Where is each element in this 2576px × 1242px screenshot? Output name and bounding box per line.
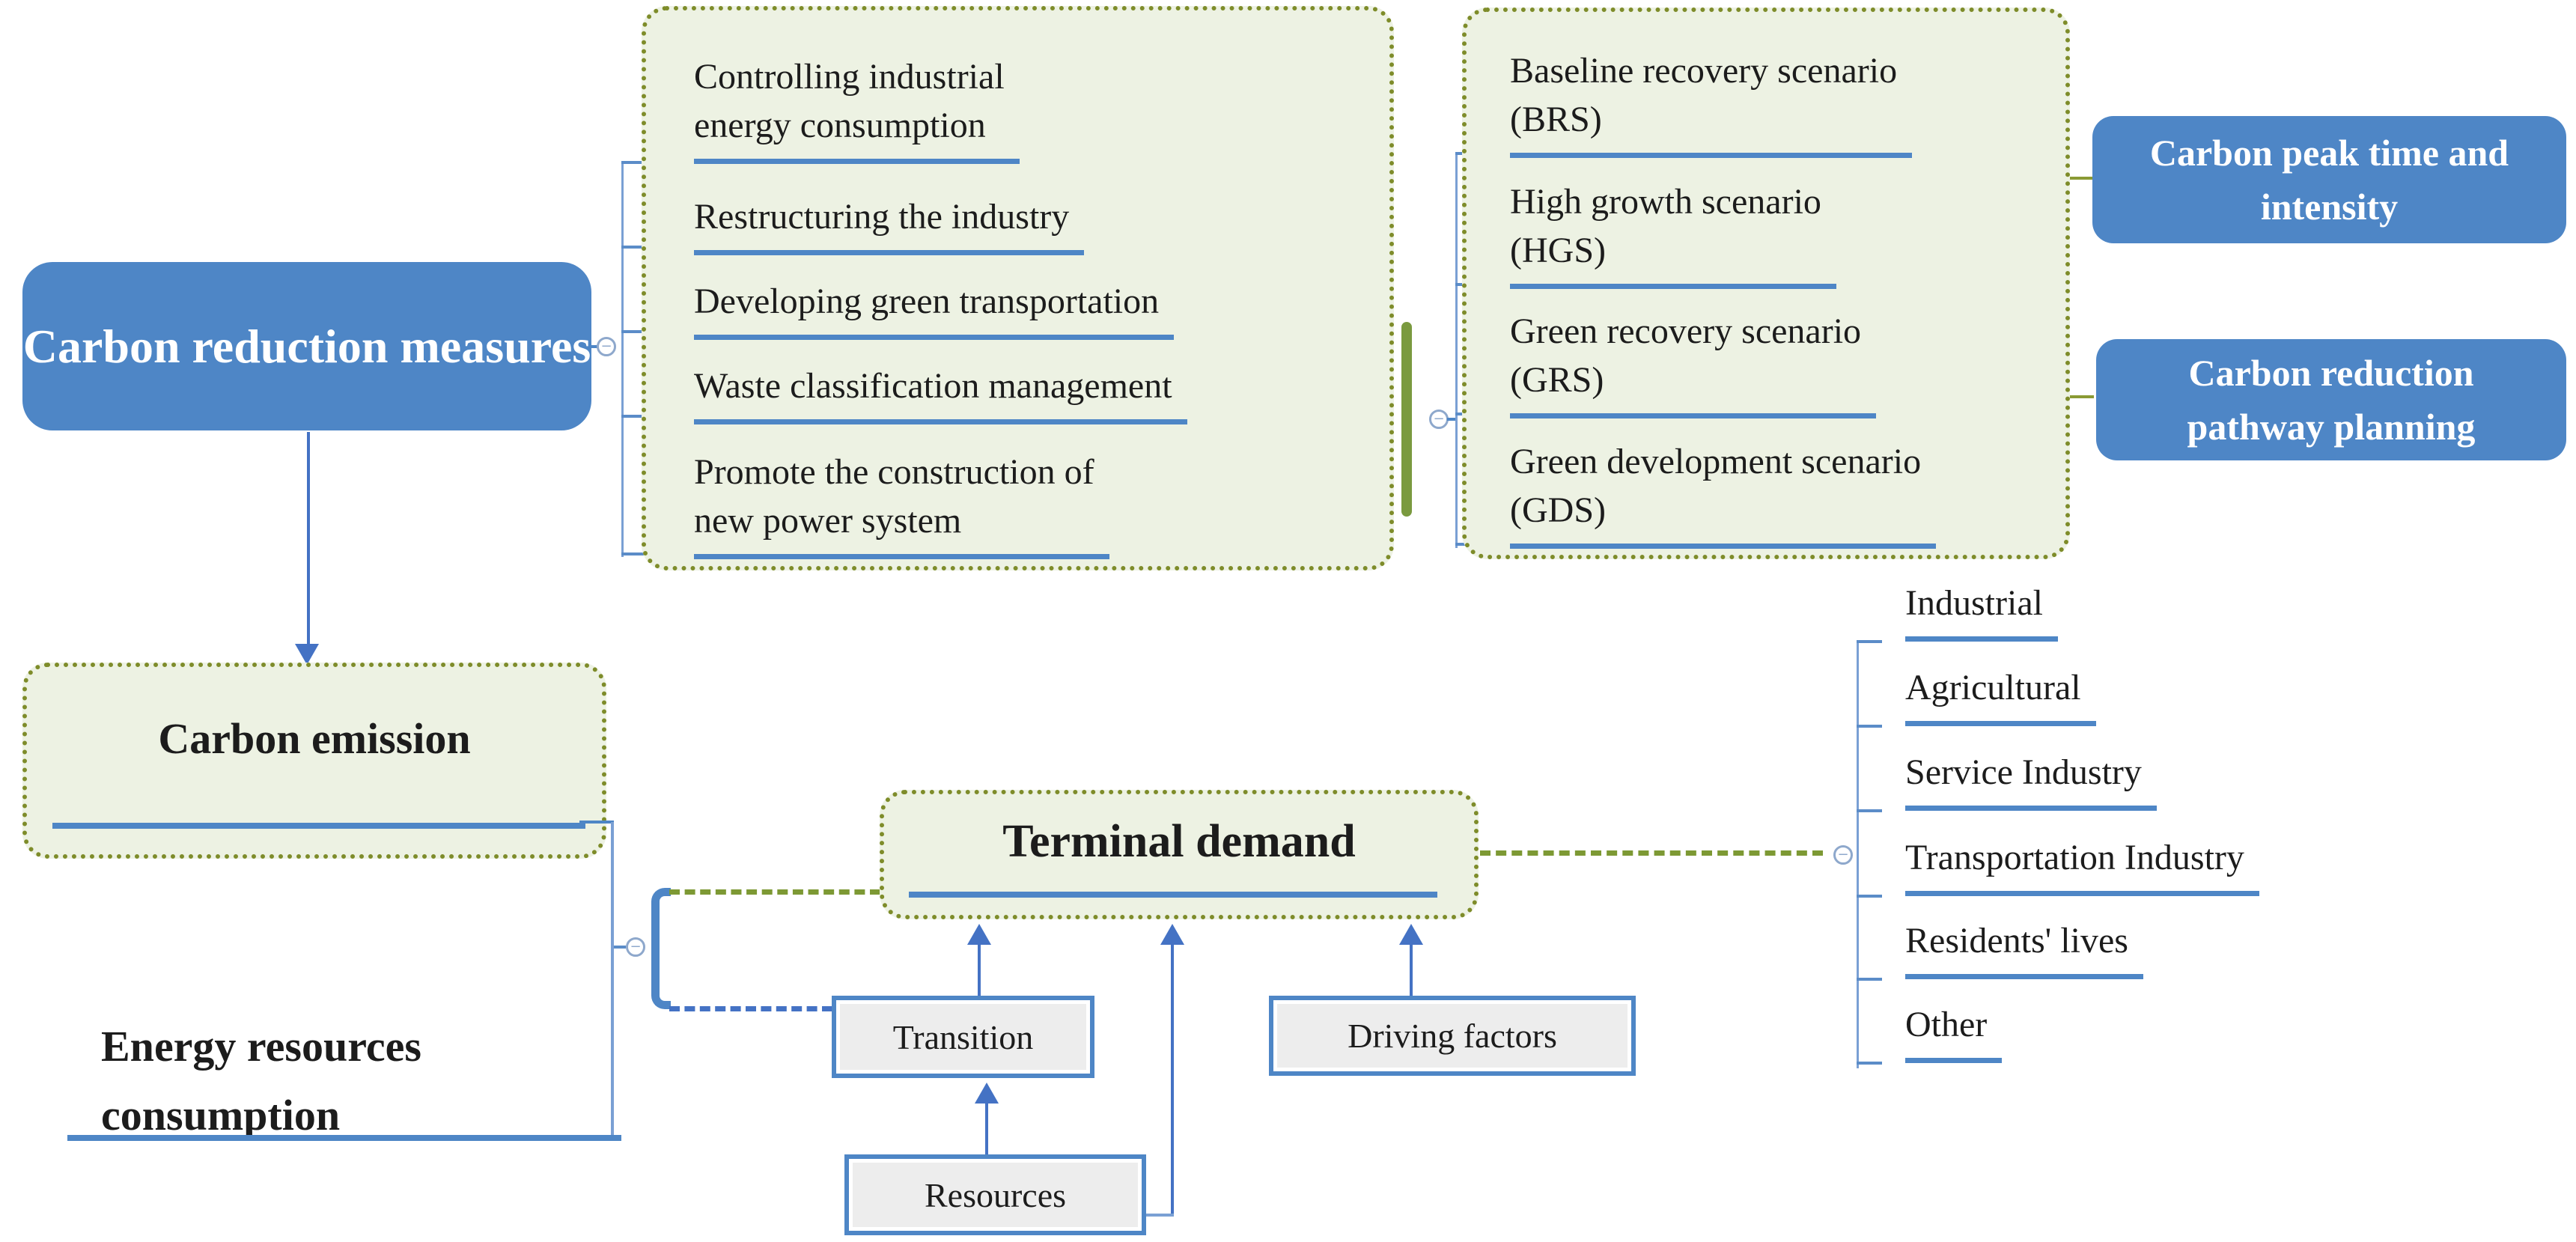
- underline: [52, 823, 585, 829]
- node-label: Driving factors: [1348, 1017, 1557, 1055]
- sector-item-label: Industrial: [1905, 579, 2058, 642]
- measure-item-label: Controlling industrial energy consumptio…: [694, 52, 1020, 164]
- node-transition[interactable]: Transition: [832, 996, 1094, 1078]
- collapse-icon[interactable]: −: [1833, 845, 1853, 865]
- sector-item-label: Residents' lives: [1905, 916, 2143, 979]
- arrow-transition-to-terminal-head: [967, 924, 991, 945]
- scenario-item-label: Baseline recovery scenario (BRS): [1510, 46, 1913, 158]
- connector-scenarios-to-pathway: [2070, 395, 2094, 398]
- arrow-root-to-emission-head: [295, 644, 319, 665]
- measure-item[interactable]: Controlling industrial energy consumptio…: [694, 52, 1020, 164]
- bracket-branches: [651, 888, 671, 1009]
- connector-emission-energy-vertical: [611, 822, 614, 1141]
- scenario-item[interactable]: Baseline recovery scenario (BRS): [1510, 46, 1913, 158]
- measure-item[interactable]: Waste classification management: [694, 362, 1187, 424]
- arrow-resources-to-transition-stem: [985, 1102, 988, 1154]
- node-label: Carbon peak time and intensity: [2149, 132, 2509, 228]
- underline: [67, 1135, 621, 1141]
- collapse-icon[interactable]: −: [626, 937, 645, 957]
- node-carbon-reduction-pathway-planning[interactable]: Carbon reduction pathway planning: [2096, 339, 2566, 460]
- arrow-resources-to-terminal-stem: [1171, 943, 1174, 1217]
- node-label: Carbon reduction measures: [22, 319, 591, 373]
- connector-sector-stub: [1857, 725, 1882, 728]
- collapse-icon[interactable]: −: [597, 337, 616, 356]
- scenario-item-label: High growth scenario (HGS): [1510, 177, 1836, 289]
- node-driving-factors[interactable]: Driving factors: [1269, 996, 1636, 1076]
- minus-glyph: −: [1837, 847, 1849, 862]
- underline: [909, 892, 1437, 898]
- connector-scenario-fan: [1455, 153, 1458, 548]
- sector-item-label: Service Industry: [1905, 748, 2157, 811]
- node-label: Carbon reduction pathway planning: [2187, 352, 2476, 448]
- measure-item-label: Restructuring the industry: [694, 192, 1085, 255]
- connector-sector-stub: [1857, 809, 1882, 812]
- sector-item[interactable]: Residents' lives: [1905, 916, 2143, 979]
- scenario-item[interactable]: Green recovery scenario (GRS): [1510, 307, 1877, 418]
- node-label: Resources: [924, 1175, 1067, 1214]
- connector-measure-stub: [621, 552, 663, 555]
- dashed-link-to-terminal: [669, 889, 880, 895]
- measure-item-label: Promote the construction of new power sy…: [694, 448, 1109, 559]
- brace-measures-to-scenarios: [1401, 322, 1412, 517]
- node-carbon-emission[interactable]: Carbon emission: [22, 663, 606, 859]
- scenario-item[interactable]: Green development scenario (GDS): [1510, 437, 1937, 549]
- node-resources[interactable]: Resources: [844, 1154, 1146, 1235]
- arrow-driving-to-terminal-stem: [1410, 943, 1413, 996]
- measure-item[interactable]: Restructuring the industry: [694, 192, 1085, 255]
- scenario-item-label: Green development scenario (GDS): [1510, 437, 1937, 549]
- minus-glyph: −: [1433, 411, 1445, 427]
- measure-item[interactable]: Promote the construction of new power sy…: [694, 448, 1109, 559]
- connector-sector-stub: [1857, 978, 1882, 981]
- connector-sector-stub: [1857, 1062, 1882, 1065]
- measure-item-label: Developing green transportation: [694, 277, 1175, 340]
- measure-item[interactable]: Developing green transportation: [694, 277, 1175, 340]
- dashed-link-terminal-to-sectors: [1480, 850, 1823, 856]
- node-label: Terminal demand: [1002, 816, 1356, 867]
- arrow-transition-to-terminal-stem: [978, 943, 981, 996]
- node-energy-resources-consumption[interactable]: Energy resources consumption: [101, 1022, 421, 1139]
- sector-item[interactable]: Other: [1905, 1000, 2003, 1063]
- connector-scenarios-to-peak: [2070, 177, 2094, 180]
- minus-glyph: −: [600, 338, 612, 354]
- node-carbon-peak-time-intensity[interactable]: Carbon peak time and intensity: [2092, 116, 2566, 243]
- node-terminal-demand[interactable]: Terminal demand: [880, 790, 1479, 919]
- sector-item[interactable]: Transportation Industry: [1905, 833, 2259, 896]
- node-carbon-reduction-measures[interactable]: Carbon reduction measures: [22, 262, 591, 430]
- arrow-resources-to-terminal-head: [1160, 924, 1184, 945]
- connector-sector-stub: [1857, 640, 1882, 643]
- connector-collapse-to-fan: [1447, 418, 1458, 421]
- sector-item[interactable]: Industrial: [1905, 579, 2058, 642]
- sector-item-label: Agricultural: [1905, 663, 2096, 726]
- dashed-link-to-transition: [669, 1006, 832, 1011]
- measure-item-label: Waste classification management: [694, 362, 1187, 424]
- collapse-icon[interactable]: −: [1429, 410, 1449, 429]
- sector-item[interactable]: Agricultural: [1905, 663, 2096, 726]
- sector-item[interactable]: Service Industry: [1905, 748, 2157, 811]
- connector-sector-stub: [1857, 895, 1882, 898]
- connector-sectors-fan: [1857, 640, 1859, 1068]
- node-label: Transition: [892, 1017, 1034, 1056]
- arrow-resources-elbow: [1146, 1214, 1174, 1217]
- scenario-item[interactable]: High growth scenario (HGS): [1510, 177, 1836, 289]
- connector-to-collapse: [614, 946, 626, 949]
- connector-measures-fan: [621, 162, 624, 557]
- sector-item-label: Transportation Industry: [1905, 833, 2259, 896]
- group-scenarios: Baseline recovery scenario (BRS) High gr…: [1462, 7, 2070, 559]
- node-label: Carbon emission: [158, 714, 471, 763]
- minus-glyph: −: [630, 939, 642, 955]
- sector-item-label: Other: [1905, 1000, 2003, 1063]
- group-carbon-reduction-measures-list: Controlling industrial energy consumptio…: [642, 6, 1394, 570]
- arrow-resources-to-transition-head: [975, 1083, 999, 1104]
- connector-emission-elbow: [579, 821, 614, 824]
- arrow-root-to-emission-stem: [307, 432, 310, 646]
- connector-root-to-collapse: [590, 345, 599, 348]
- scenario-item-label: Green recovery scenario (GRS): [1510, 307, 1877, 418]
- arrow-driving-to-terminal-head: [1399, 924, 1423, 945]
